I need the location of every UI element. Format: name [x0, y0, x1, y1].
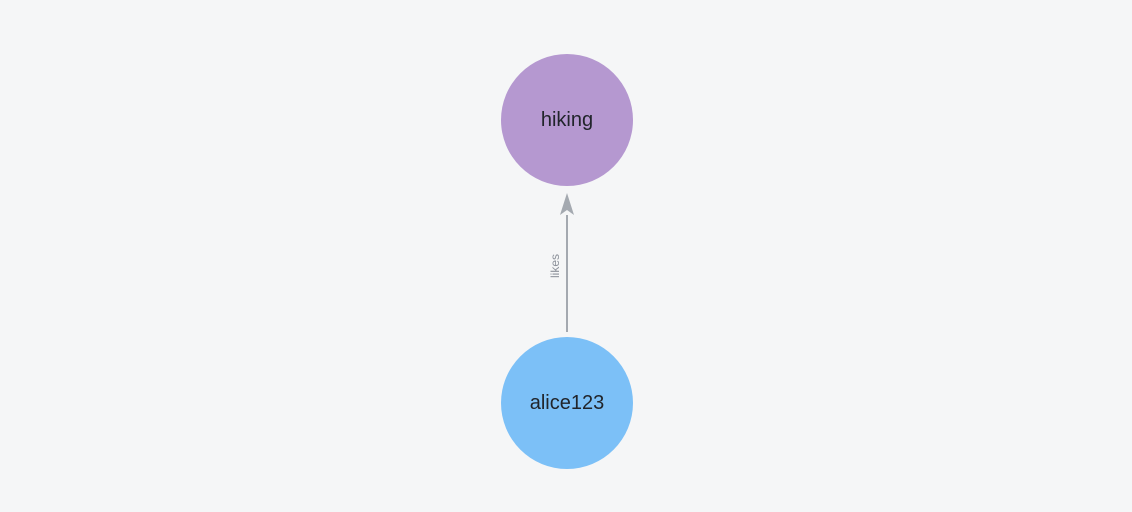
- arrowhead-icon: [560, 193, 574, 215]
- edge-label-likes[interactable]: likes: [548, 253, 562, 279]
- node-hiking[interactable]: hiking: [501, 54, 633, 186]
- node-alice123-label: alice123: [529, 391, 605, 414]
- node-alice123[interactable]: alice123: [501, 337, 633, 469]
- node-hiking-label: hiking: [540, 108, 594, 131]
